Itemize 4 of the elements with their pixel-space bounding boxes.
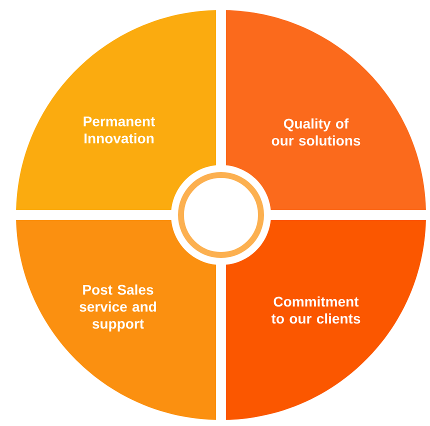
quadrant-sector: Post Sales service and support <box>16 215 221 420</box>
quadrant-sector: Commitment to our clients <box>221 215 426 420</box>
quadrant-sector: Permanent Innovation <box>16 10 221 215</box>
quadrant-sector: Quality of our solutions <box>221 10 426 215</box>
